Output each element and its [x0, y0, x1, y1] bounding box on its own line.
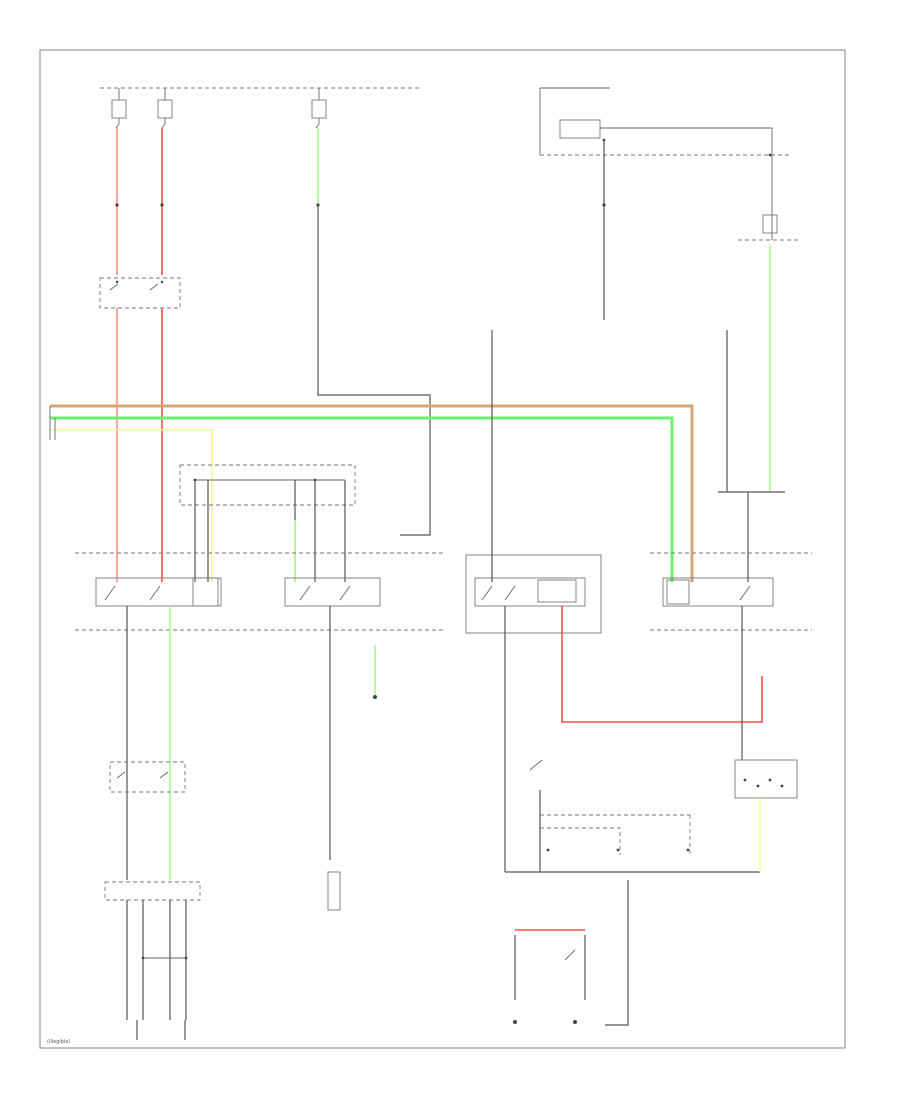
relay-lower-left: [109, 761, 186, 793]
headlights: [104, 881, 201, 1040]
relay-upper-left: [99, 277, 181, 309]
component-small: [327, 871, 341, 911]
fuse-box-right: [539, 87, 800, 241]
combination-switch: [734, 759, 798, 799]
fuse-bus-left: [100, 87, 420, 129]
control-unit-left: [75, 552, 445, 631]
bus-tan: [50, 404, 694, 582]
control-unit-center: [465, 554, 602, 634]
control-unit-right: [650, 552, 812, 631]
ignition-section: [513, 880, 629, 1026]
bus-green: [50, 416, 674, 582]
diagram-border: [39, 49, 846, 1049]
reference-label: (illegible): [47, 1039, 70, 1045]
relay-middle: [179, 464, 356, 506]
switch-lower-center: [529, 759, 691, 855]
